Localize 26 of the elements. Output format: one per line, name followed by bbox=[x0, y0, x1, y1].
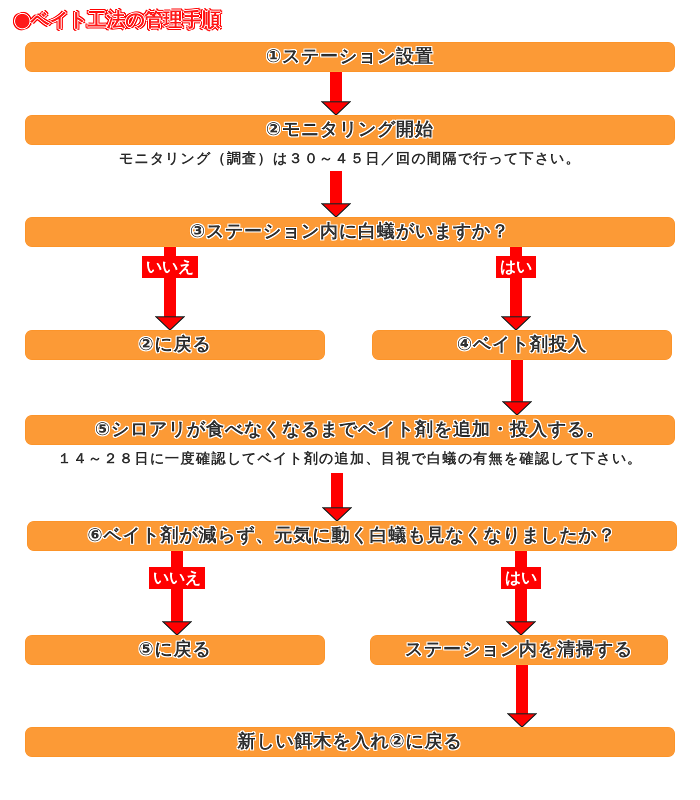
note-text: １４～２８日に一度確認してベイト剤の追加、目視で白蟻の有無を確認して下さい。 bbox=[56, 450, 644, 469]
edge-label: いいえ bbox=[149, 567, 205, 589]
title: ●ベイト工法の管理手順 bbox=[14, 8, 221, 32]
step-bar: ④ベイト剤投入 bbox=[372, 330, 672, 360]
arrow bbox=[321, 72, 351, 116]
step-bar: ⑤に戻る bbox=[25, 635, 325, 665]
arrow bbox=[506, 551, 536, 636]
arrow bbox=[162, 551, 192, 636]
step-bar: ①ステーション設置 bbox=[25, 42, 675, 72]
edge-label: はい bbox=[496, 256, 536, 278]
step-bar: 新しい餌木を入れ②に戻る bbox=[25, 727, 675, 757]
step-bar: ③ステーション内に白蟻がいますか？ bbox=[25, 217, 675, 247]
step-bar: ⑤シロアリが食べなくなるまでベイト剤を追加・投入する。 bbox=[25, 415, 675, 445]
step-bar: ステーション内を清掃する bbox=[370, 635, 668, 665]
arrow bbox=[502, 360, 532, 416]
step-bar: ⑥ベイト剤が減らず、元気に動く白蟻も見なくなりましたか？ bbox=[27, 521, 677, 551]
step-bar: ②モニタリング開始 bbox=[25, 115, 675, 145]
edge-label: いいえ bbox=[142, 256, 198, 278]
arrow bbox=[322, 473, 352, 522]
note-text: モニタリング（調査）は３０～４５日／回の間隔で行って下さい。 bbox=[118, 150, 582, 169]
arrow bbox=[321, 171, 351, 218]
step-bar: ②に戻る bbox=[25, 330, 325, 360]
arrow bbox=[501, 247, 531, 331]
arrow bbox=[507, 665, 537, 728]
edge-label: はい bbox=[501, 567, 541, 589]
arrow bbox=[155, 247, 185, 331]
